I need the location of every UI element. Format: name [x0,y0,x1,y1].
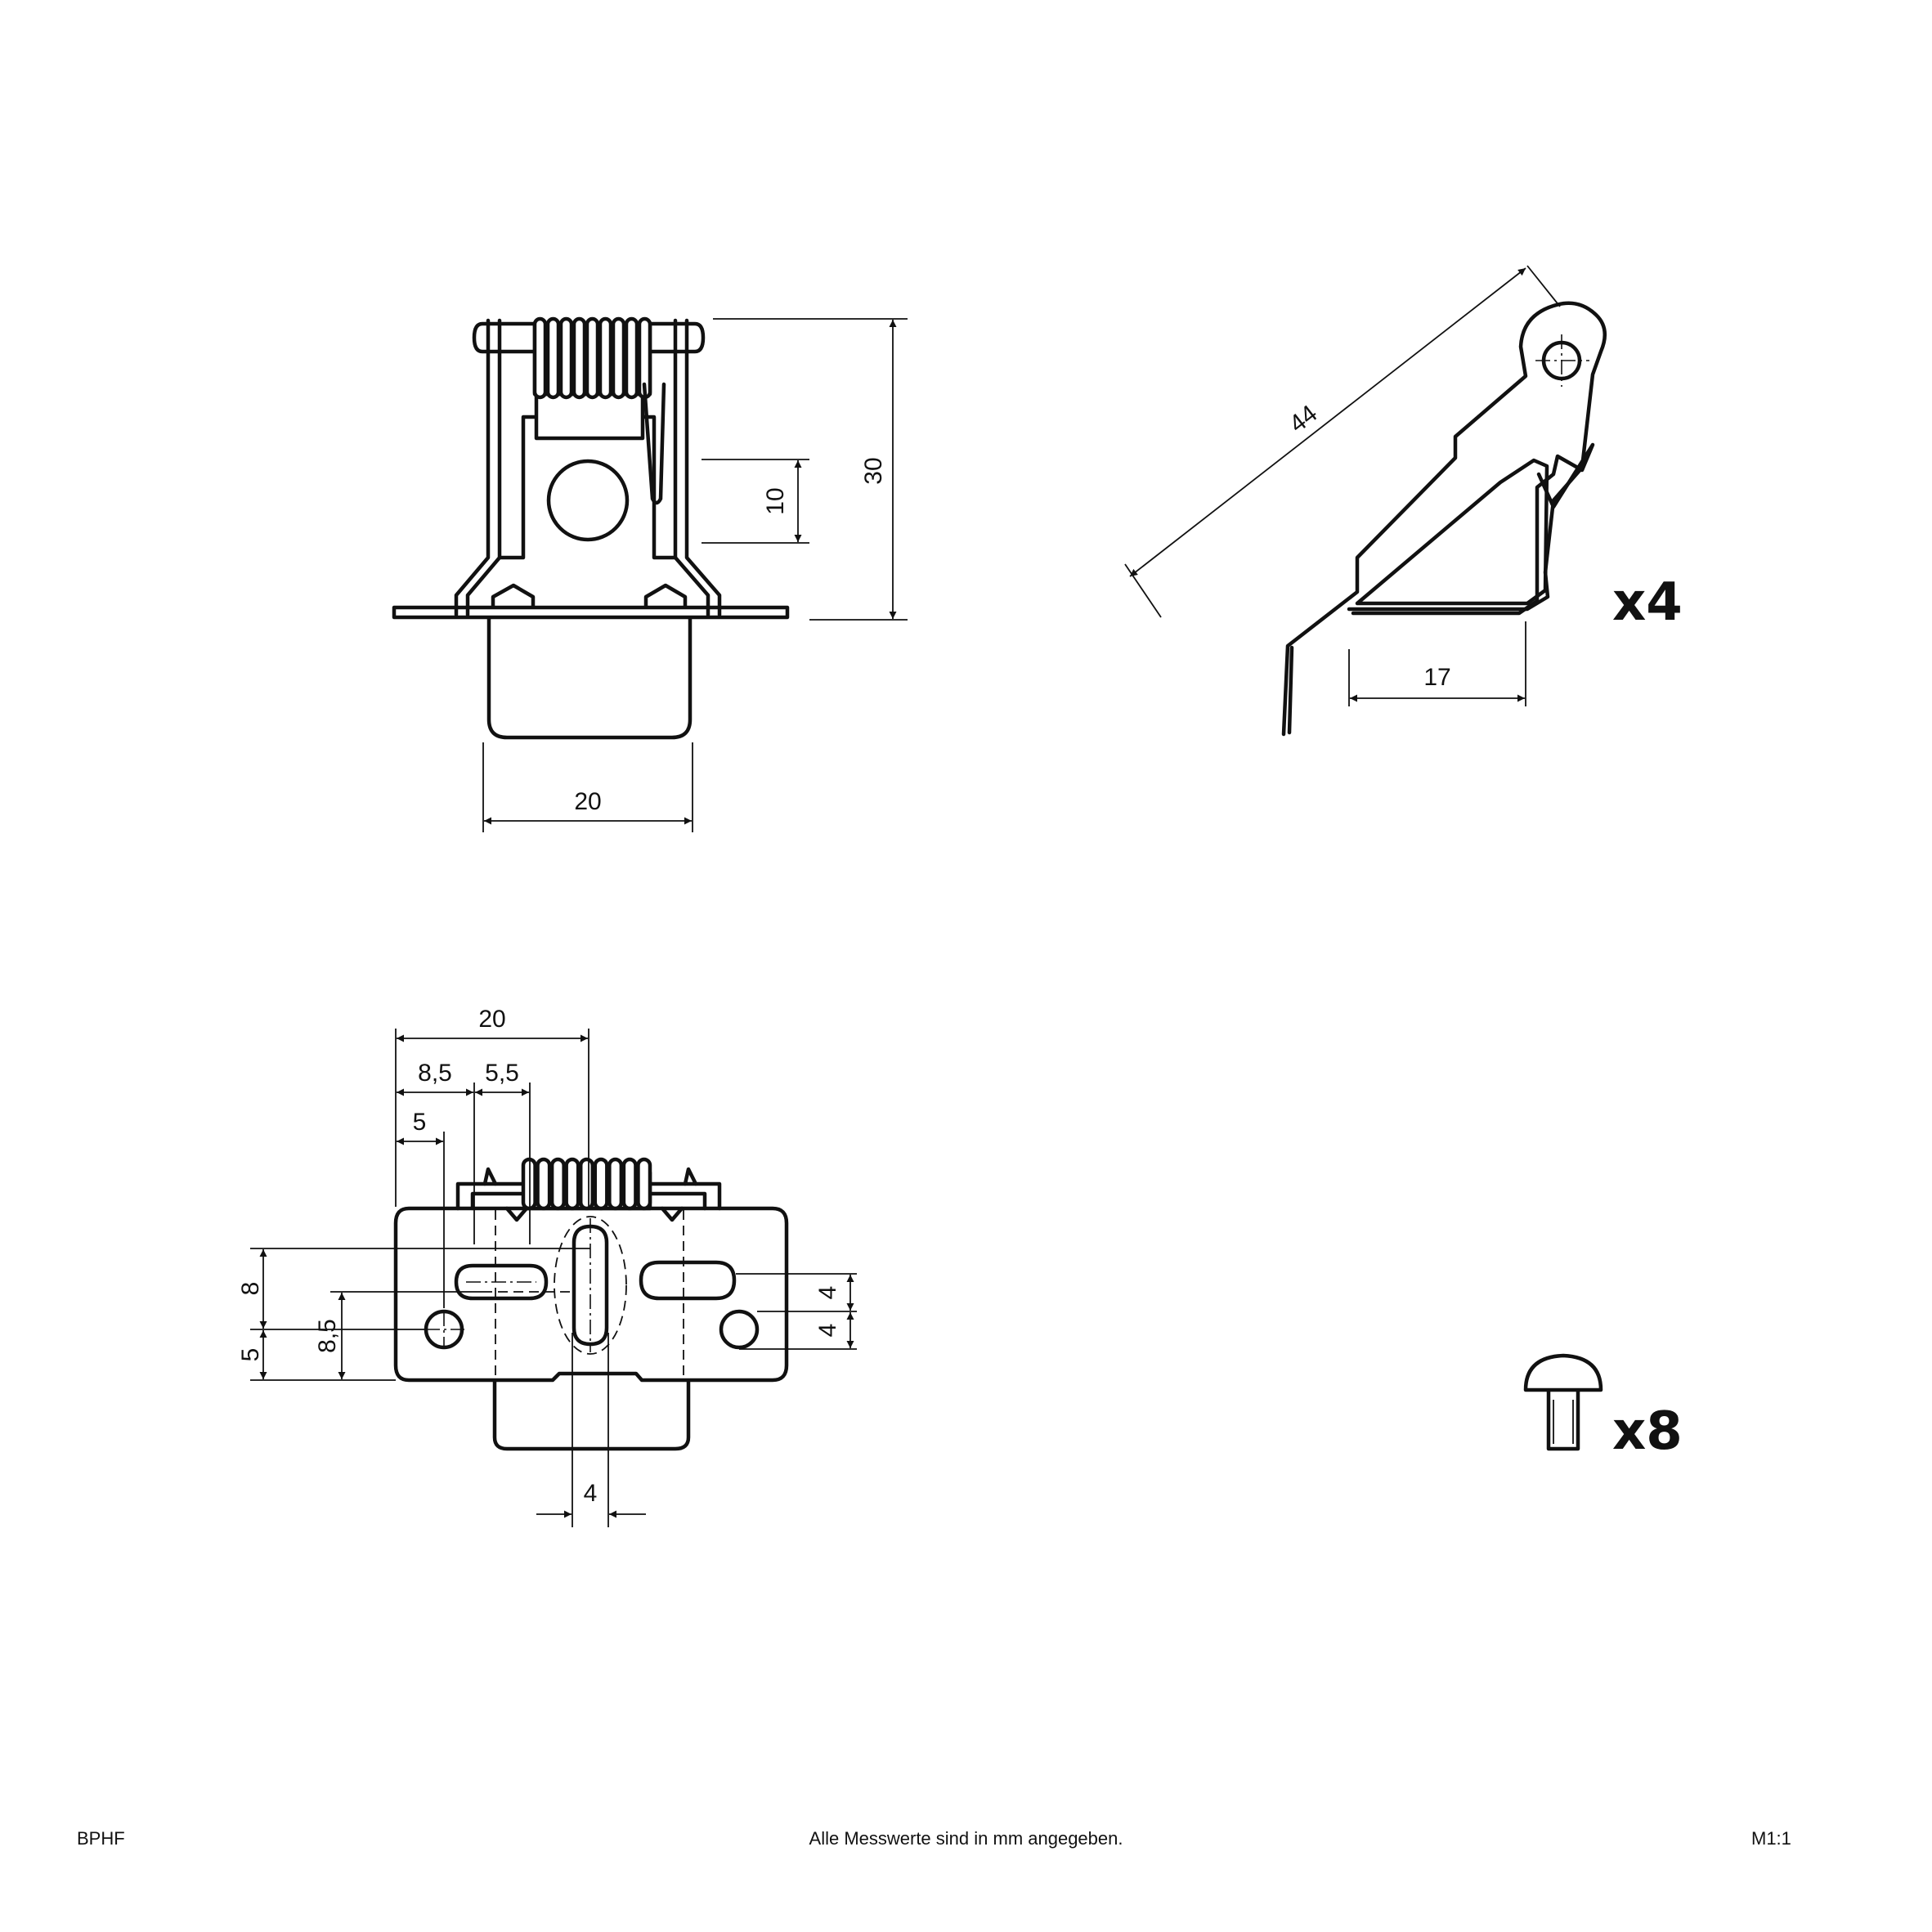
clip-dimensions: 44 17 [1124,265,1561,706]
dim-plate-hole-offset: 5 [413,1109,427,1136]
dim-plate-left-lower: 5 [237,1348,264,1362]
spring-coil [611,316,626,400]
plate-view [393,1157,789,1451]
dim-plate-left-upper: 8 [237,1282,264,1296]
spring-coil [545,316,561,400]
units-note: Alle Messwerte sind in mm angegeben. [809,1828,1123,1849]
spring-coil [624,316,639,400]
spring-coil [536,1157,552,1211]
dim-slot-width: 4 [584,1480,598,1507]
dim-plate-right-upper: 4 [814,1286,841,1300]
dim-plate-left-span: 8,5 [314,1319,341,1353]
spring-coil [585,316,600,400]
clip-quantity: x4 [1612,572,1683,633]
dim-plate-offset-small: 5,5 [485,1060,519,1087]
screw-quantity: x8 [1612,1401,1683,1462]
front-view-dimensions: 20 10 30 [482,318,908,832]
dim-top-width: 20 [574,788,601,815]
spring-coil [598,316,613,400]
spring-coil [558,316,574,400]
scale-label: M1:1 [1751,1828,1791,1849]
dim-clip-base: 17 [1423,664,1450,691]
spring-coil [607,1157,624,1211]
dim-plate-width: 20 [478,1006,505,1033]
spring-coil [572,316,587,400]
dim-clip-length: 44 [1284,400,1323,438]
plate-dimensions: 20 8,5 5,5 5 8 5 8,5 4 4 4 [237,1006,857,1527]
dim-plate-right-lower: 4 [814,1324,841,1338]
spring-coil [532,316,548,400]
spring-coil [621,1157,638,1211]
spring-coil [564,1157,580,1211]
dim-plate-offset-large: 8,5 [418,1060,452,1087]
dim-top-height: 30 [860,457,887,484]
spring-coil [636,1157,652,1211]
dim-hole-span: 10 [762,487,789,514]
front-view [392,316,790,740]
spring-coil [593,1157,609,1211]
spring-coil [578,1157,595,1211]
screw-icon [1523,1353,1603,1451]
spring-coil [549,1157,566,1211]
product-code: BPHF [77,1828,125,1849]
